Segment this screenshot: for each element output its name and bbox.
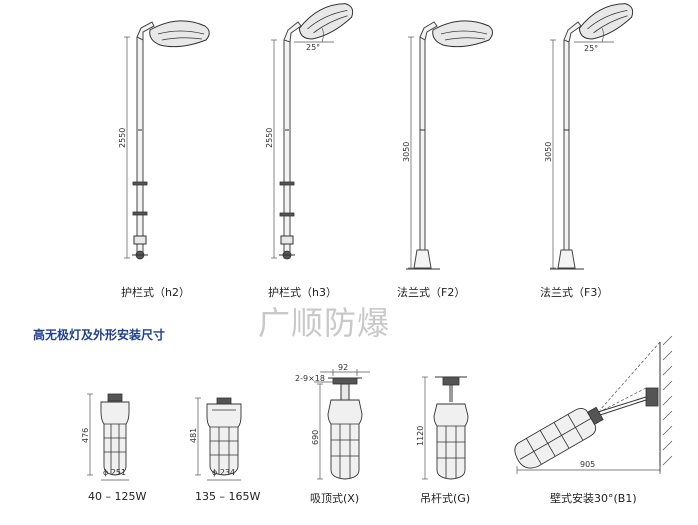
fixture-height: 690: [311, 430, 320, 445]
lamp-cage: [206, 403, 242, 476]
caption-h3: 护栏式（h3）: [268, 286, 337, 299]
caption-wall-b1: 壁式安装30°(B1): [550, 492, 637, 505]
fixture-ceiling-x: 92 2-9×18 690: [295, 363, 370, 480]
lamp-cage: [327, 399, 363, 480]
lamp-head: [578, 3, 634, 40]
pole-height: 3050: [544, 142, 553, 162]
fixture-diameter: ϕ 251: [103, 468, 126, 477]
mount-width: 92: [338, 363, 348, 372]
section-heading: 高无极灯及外形安装尺寸: [33, 328, 166, 342]
tilt-angle: 25°: [306, 43, 320, 52]
caption-f3: 法兰式（F3）: [540, 286, 609, 299]
fixture-135-165w: 481 ϕ 234: [189, 397, 242, 481]
lamp-cage: [433, 403, 469, 480]
fixture-40-125w: 476 ϕ 251: [81, 393, 130, 481]
caption-135-165w: 135 – 165W: [195, 490, 261, 503]
pole-shaft: [563, 39, 570, 269]
lamp-cage: [100, 401, 130, 476]
pole-f2: 3050: [402, 20, 493, 270]
tilt-angle: 25°: [584, 44, 598, 53]
caption-h2: 护栏式（h2）: [121, 286, 190, 299]
mount-hole: 2-9×18: [295, 374, 325, 383]
pole-height: 3050: [402, 142, 411, 162]
pole-shaft: [283, 39, 291, 259]
caption-40-125w: 40 – 125W: [88, 490, 147, 503]
lamp-head: [298, 3, 354, 40]
pole-height: 2550: [118, 128, 127, 148]
caption-pendant-g: 吊杆式(G): [420, 492, 471, 505]
pole-shaft: [419, 36, 426, 268]
fixture-pendant-g: 1120: [416, 376, 469, 480]
watermark: 广顺防爆: [258, 304, 391, 342]
wall-bracket: [645, 387, 659, 407]
fixture-height: 476: [81, 428, 90, 443]
pole-h3: 25° 2550: [265, 3, 354, 260]
fixture-height: 481: [189, 428, 198, 443]
lamp-head: [432, 20, 493, 48]
pole-h2: 2550: [118, 20, 210, 260]
pole-shaft: [136, 36, 144, 258]
fixture-diameter: ϕ 234: [212, 468, 235, 477]
pole-height: 2550: [265, 128, 274, 148]
caption-f2: 法兰式（F2）: [397, 286, 466, 299]
lamp-head: [149, 20, 210, 48]
fixture-wall-b1: 905: [514, 335, 673, 474]
caption-ceiling-x: 吸顶式(X): [310, 492, 360, 505]
fixture-length: 905: [580, 460, 595, 469]
pole-f3: 25° 3050: [544, 3, 634, 270]
fixture-height: 1120: [416, 426, 425, 446]
